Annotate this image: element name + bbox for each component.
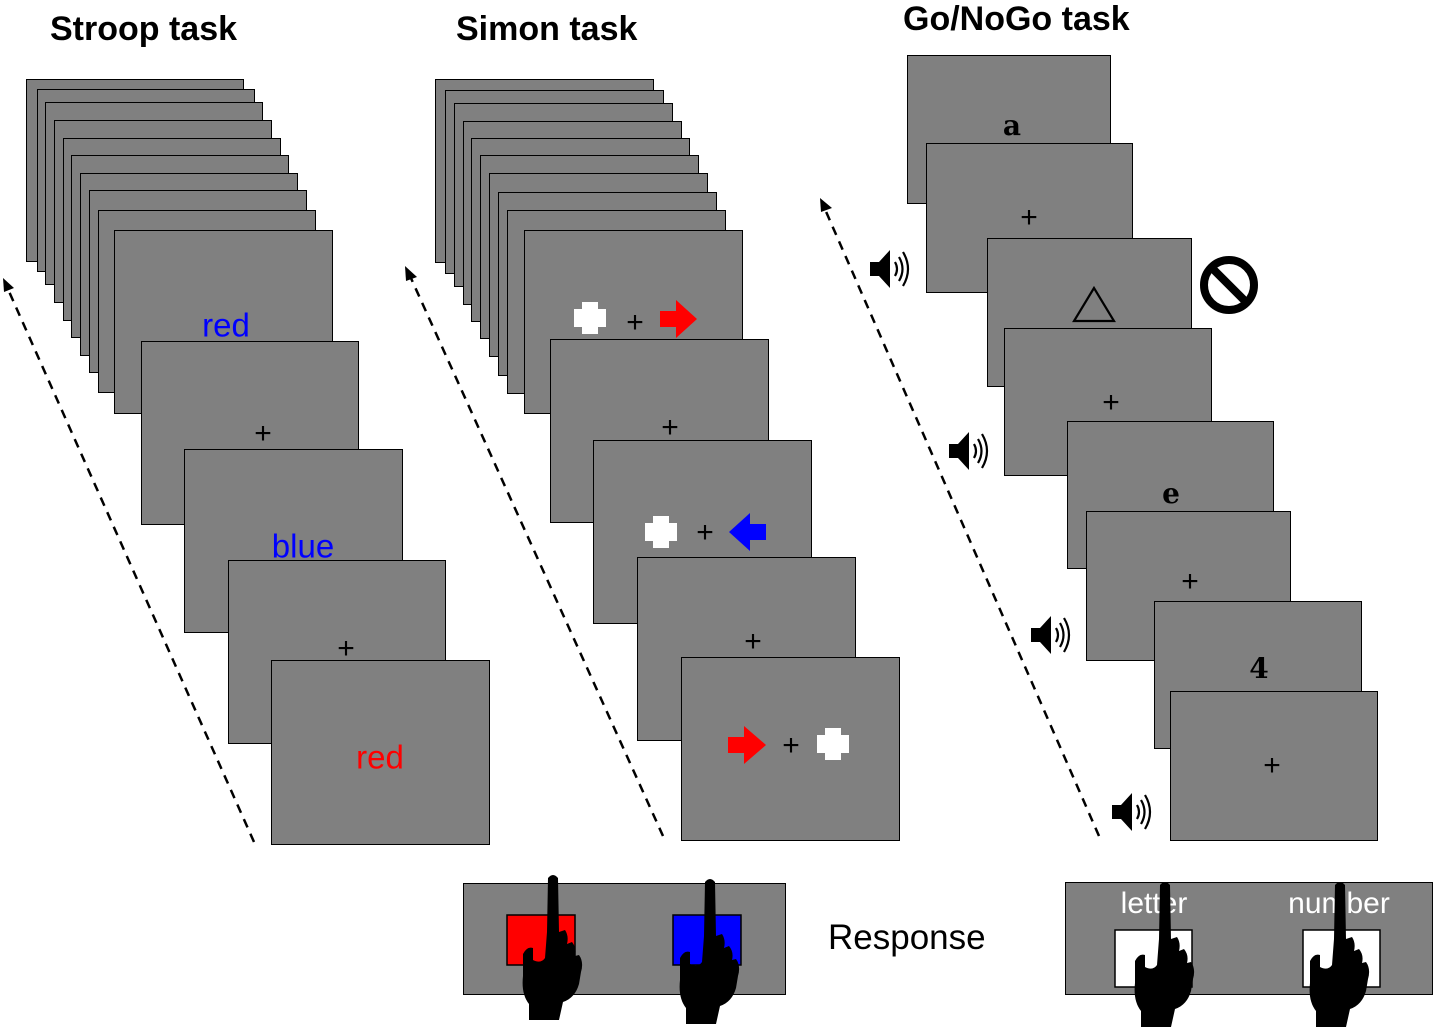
fixation-cross: +: [254, 417, 272, 450]
response-label: Response: [828, 918, 986, 957]
fixation-cross: +: [696, 516, 714, 549]
fixation-cross: +: [1263, 749, 1281, 782]
arrow-right-icon: [660, 300, 697, 338]
gonogo-stimulus: 4: [1249, 652, 1269, 685]
fixation-cross: +: [337, 632, 355, 665]
plus-shape-icon: [817, 728, 849, 760]
prohibited-icon: [1200, 256, 1258, 314]
arrow-right-icon: [728, 726, 766, 764]
fixation-cross: +: [744, 625, 762, 658]
gonogo-title: Go/NoGo task: [903, 0, 1130, 38]
speaker-icon: [1110, 791, 1152, 833]
time-arrow: [3, 278, 256, 843]
speaker-icon: [868, 248, 910, 290]
speaker-icon: [947, 430, 989, 472]
letter-key-label: letter: [1120, 887, 1188, 920]
gonogo-stimulus: a: [1002, 109, 1022, 142]
simon-title: Simon task: [456, 10, 638, 48]
simon-screen-stimulus: +: [681, 657, 900, 841]
gonogo-stimulus: e: [1162, 477, 1180, 510]
speaker-icon: [1029, 614, 1071, 656]
fixation-cross: +: [661, 411, 679, 444]
triangle-icon: [1072, 285, 1116, 323]
plus-shape-icon: [645, 516, 677, 548]
time-arrow: [405, 266, 665, 837]
fixation-cross: +: [1020, 201, 1038, 234]
stroop-screen-word: red: [271, 660, 490, 845]
arrow-left-icon: [729, 513, 766, 551]
fixation-cross: +: [1102, 386, 1120, 419]
fixation-cross: +: [782, 729, 800, 762]
fixation-cross: +: [1181, 565, 1199, 598]
stroop-word: blue: [271, 527, 335, 565]
fixation-cross: +: [626, 306, 644, 339]
stroop-word: red: [356, 738, 404, 776]
time-arrow: [820, 198, 1101, 837]
stroop-word: red: [202, 306, 250, 344]
plus-shape-icon: [574, 302, 606, 334]
stroop-title: Stroop task: [50, 10, 238, 48]
gonogo-screen-fixation: +: [1170, 691, 1378, 841]
